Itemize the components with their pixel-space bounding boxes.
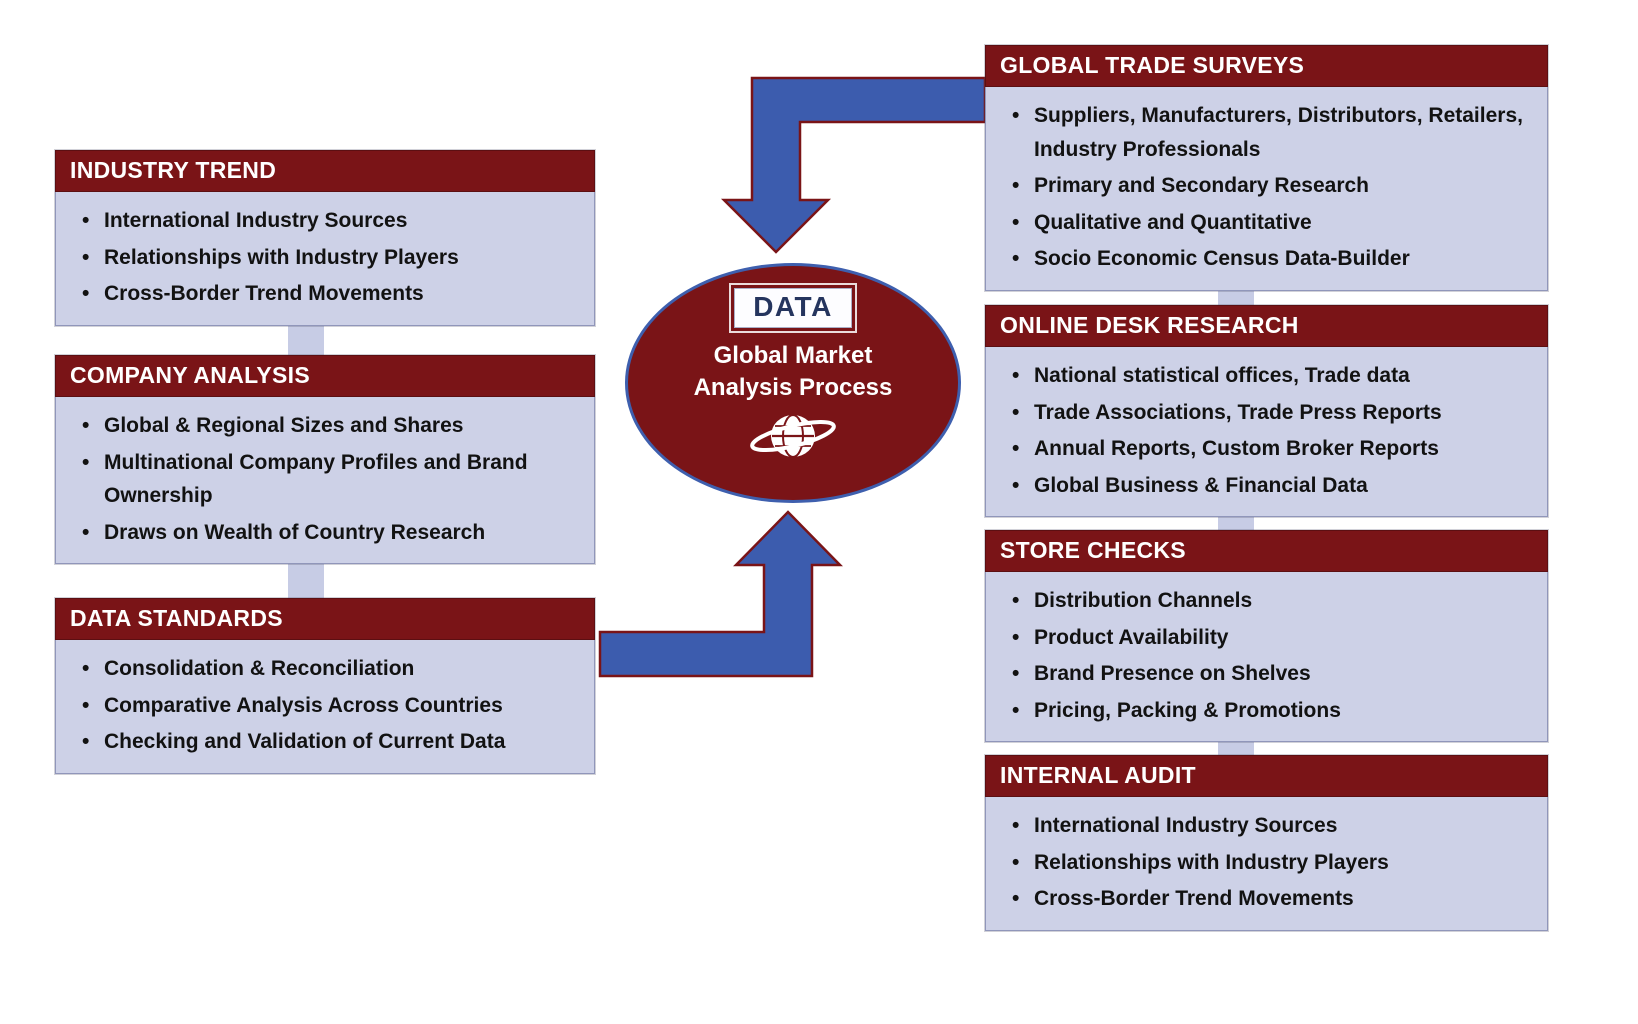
arrow-surveys-to-data [720, 76, 987, 254]
bullet-item: Comparative Analysis Across Countries [74, 689, 580, 723]
arrow-standards-to-data [598, 510, 843, 678]
box-title: COMPANY ANALYSIS [55, 355, 595, 397]
bullet-item: Global & Regional Sizes and Shares [74, 409, 580, 443]
internal-audit-box: INTERNAL AUDIT International Industry So… [985, 755, 1548, 931]
box-title: GLOBAL TRADE SURVEYS [985, 45, 1548, 87]
bullet-item: National statistical offices, Trade data [1004, 359, 1533, 393]
bullet-item: International Industry Sources [74, 204, 580, 238]
globe-icon [750, 413, 836, 458]
bullet-item: Socio Economic Census Data-Builder [1004, 242, 1533, 276]
ellipse-title-line1: Global Market [713, 342, 873, 369]
bullet-item: Relationships with Industry Players [1004, 846, 1533, 880]
bullet-item: Draws on Wealth of Country Research [74, 516, 580, 550]
data-badge: DATA [734, 288, 852, 328]
store-checks-box: STORE CHECKS Distribution Channels Produ… [985, 530, 1548, 743]
bullet-item: Multinational Company Profiles and Brand… [74, 446, 580, 513]
bullet-item: Global Business & Financial Data [1004, 469, 1533, 503]
bullet-list: International Industry Sources Relations… [55, 192, 595, 326]
box-title: DATA STANDARDS [55, 598, 595, 640]
box-title: STORE CHECKS [985, 530, 1548, 572]
bullet-list: Consolidation & Reconciliation Comparati… [55, 640, 595, 774]
online-desk-research-box: ONLINE DESK RESEARCH National statistica… [985, 305, 1548, 518]
bullet-item: Trade Associations, Trade Press Reports [1004, 396, 1533, 430]
bullet-item: Pricing, Packing & Promotions [1004, 694, 1533, 728]
box-title: INDUSTRY TREND [55, 150, 595, 192]
ellipse-title-line2: Analysis Process [693, 374, 893, 402]
bullet-item: International Industry Sources [1004, 809, 1533, 843]
bullet-item: Qualitative and Quantitative [1004, 206, 1533, 240]
company-analysis-box: COMPANY ANALYSIS Global & Regional Sizes… [55, 355, 595, 565]
bullet-item: Primary and Secondary Research [1004, 169, 1533, 203]
bullet-item: Relationships with Industry Players [74, 241, 580, 275]
bullet-list: Suppliers, Manufacturers, Distributors, … [985, 87, 1548, 291]
bullet-item: Distribution Channels [1004, 584, 1533, 618]
ellipse-title: Global Market Analysis Process [694, 340, 893, 405]
bullet-item: Cross-Border Trend Movements [1004, 882, 1533, 916]
global-trade-surveys-box: GLOBAL TRADE SURVEYS Suppliers, Manufact… [985, 45, 1548, 291]
bullet-list: Distribution Channels Product Availabili… [985, 572, 1548, 743]
box-title: INTERNAL AUDIT [985, 755, 1548, 797]
bullet-item: Consolidation & Reconciliation [74, 652, 580, 686]
bullet-list: National statistical offices, Trade data… [985, 347, 1548, 518]
global-market-analysis-process-node: DATA Global Market Analysis Process [625, 263, 961, 503]
bullet-item: Product Availability [1004, 621, 1533, 655]
industry-trend-box: INDUSTRY TREND International Industry So… [55, 150, 595, 326]
bullet-item: Suppliers, Manufacturers, Distributors, … [1004, 99, 1533, 166]
data-standards-box: DATA STANDARDS Consolidation & Reconcili… [55, 598, 595, 774]
box-title: ONLINE DESK RESEARCH [985, 305, 1548, 347]
bullet-item: Checking and Validation of Current Data [74, 725, 580, 759]
bullet-item: Annual Reports, Custom Broker Reports [1004, 432, 1533, 466]
bullet-list: Global & Regional Sizes and Shares Multi… [55, 397, 595, 565]
bullet-item: Cross-Border Trend Movements [74, 277, 580, 311]
bullet-item: Brand Presence on Shelves [1004, 657, 1533, 691]
bullet-list: International Industry Sources Relations… [985, 797, 1548, 931]
